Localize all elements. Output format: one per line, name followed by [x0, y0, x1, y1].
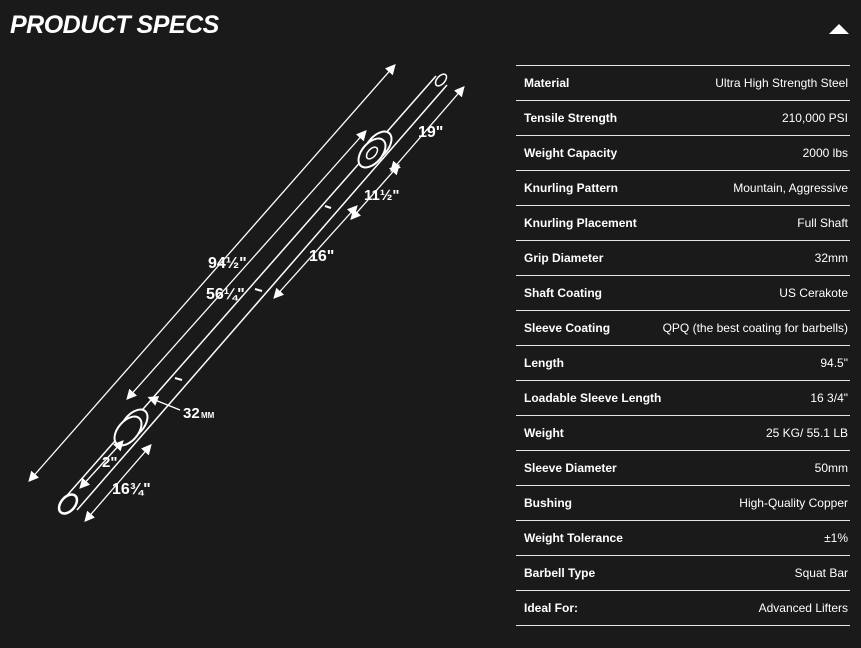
spec-row: Shaft Coating US Cerakote [516, 276, 850, 311]
label-sleeve-length: 19" [418, 124, 443, 141]
spec-row: Tensile Strength 210,000 PSI [516, 101, 850, 136]
spec-row: Knurling Pattern Mountain, Aggressive [516, 171, 850, 206]
spec-value: Mountain, Aggressive [733, 181, 848, 195]
page-title: PRODUCT SPECS [10, 11, 219, 39]
label-grip-unit: MM [201, 411, 215, 420]
label-total-length: 94½" [208, 255, 247, 272]
spec-label: Barbell Type [524, 566, 596, 580]
spec-label: Knurling Placement [524, 216, 637, 230]
chevron-up-icon[interactable] [829, 24, 849, 34]
dim-sleeve-length [390, 86, 465, 172]
spec-row: Sleeve Diameter 50mm [516, 451, 850, 486]
spec-row: Ideal For: Advanced Lifters [516, 591, 850, 626]
spec-label: Grip Diameter [524, 251, 604, 265]
spec-row: Sleeve Coating QPQ (the best coating for … [516, 311, 850, 346]
spec-value: Full Shaft [797, 216, 848, 230]
sleeve-end-bottom [57, 493, 79, 515]
spec-label: Sleeve Coating [524, 321, 611, 335]
spec-label: Weight Tolerance [524, 531, 623, 545]
spec-row: Weight Tolerance ±1% [516, 521, 850, 556]
dim-center-knurl [273, 205, 358, 299]
sleeve-end-top [434, 73, 448, 87]
spec-row: Bushing High-Quality Copper [516, 486, 850, 521]
dim-shaft-length [126, 130, 367, 400]
spec-row: Loadable Sleeve Length 16 3/4" [516, 381, 850, 416]
spec-value: 210,000 PSI [781, 111, 848, 125]
spec-value: High-Quality Copper [739, 496, 848, 510]
label-shaft-length: 56¼" [206, 286, 245, 303]
label-grip: 32 [183, 405, 200, 422]
spec-value: Squat Bar [794, 566, 848, 580]
label-loadable-sleeve: 16¾" [112, 481, 151, 498]
spec-label: Ideal For: [524, 601, 579, 615]
spec-row: Weight 25 KG/ 55.1 LB [516, 416, 850, 451]
spec-label: Bushing [524, 496, 572, 510]
dim-inner-collar [350, 164, 400, 220]
spec-label: Loadable Sleeve Length [524, 391, 662, 405]
dim-grip-pointer [147, 396, 181, 411]
spec-row: Weight Capacity 2000 lbs [516, 136, 850, 171]
spec-row: Barbell Type Squat Bar [516, 556, 850, 591]
spec-label: Weight Capacity [524, 146, 618, 160]
spec-row: Material Ultra High Strength Steel [516, 65, 850, 101]
label-end-cap: 2" [102, 454, 117, 471]
spec-label: Material [524, 76, 570, 90]
dim-end-cap [79, 440, 124, 489]
spec-label: Knurling Pattern [524, 181, 619, 195]
spec-label: Shaft Coating [524, 286, 602, 300]
bottom-collar [113, 408, 149, 447]
barbell-illustration: 94½" 56¼" 19" 16¾" 11½" 16" 32 MM 2" [28, 64, 465, 522]
specs-header: PRODUCT SPECS [0, 0, 861, 56]
spec-row: Knurling Placement Full Shaft [516, 206, 850, 241]
label-center-knurl: 16" [309, 248, 334, 265]
knurl-marks [174, 205, 332, 381]
label-inner-collar: 11½" [364, 187, 399, 204]
spec-label: Length [524, 356, 564, 370]
spec-value: 50mm [814, 461, 848, 475]
spec-value: 94.5" [820, 356, 848, 370]
spec-value: 2000 lbs [802, 146, 848, 160]
spec-label: Weight [524, 426, 564, 440]
spec-value: Advanced Lifters [758, 601, 848, 615]
spec-label: Sleeve Diameter [524, 461, 617, 475]
spec-value: 25 KG/ 55.1 LB [765, 426, 848, 440]
spec-label: Tensile Strength [524, 111, 618, 125]
spec-value: 32mm [814, 251, 848, 265]
spec-row: Grip Diameter 32mm [516, 241, 850, 276]
spec-value: QPQ (the best coating for barbells) [662, 321, 848, 335]
spec-value: ±1% [824, 531, 848, 545]
spec-value: 16 3/4" [810, 391, 848, 405]
spec-value: Ultra High Strength Steel [715, 76, 848, 90]
spec-row: Length 94.5" [516, 346, 850, 381]
barbell-diagram: 94½" 56¼" 19" 16¾" 11½" 16" 32 MM 2" [0, 56, 500, 643]
spec-value: US Cerakote [779, 286, 848, 300]
